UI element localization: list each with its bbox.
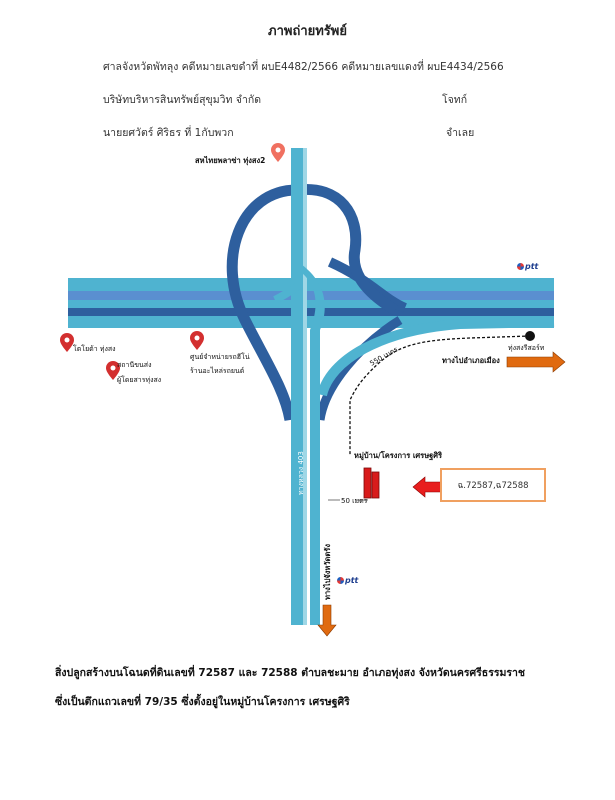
label-resort: ทุ่งสงรีสอร์ท — [508, 344, 545, 352]
building-icon — [363, 467, 380, 499]
label-toyota: โตโยต้า ทุ่งสง — [73, 345, 116, 353]
defendant-role: จำเลย — [446, 127, 475, 139]
arrow-right-icon — [506, 351, 566, 373]
label-hino-center: ศูนย์จำหน่ายรถฮีโน่ — [190, 353, 250, 361]
label-bus-station: สถานีขนส่ง — [117, 361, 152, 369]
ramp-east-light — [317, 317, 555, 397]
label-parts-shop: ร้านอะไหล่รถยนต์ — [190, 367, 245, 375]
plaintiff-name: บริษัทบริหารสินทรัพย์สุขุมวิท จำกัด — [103, 94, 262, 106]
horizontal-highway — [68, 278, 554, 328]
loop-west — [226, 184, 298, 422]
map-pin-icon — [60, 333, 74, 352]
map-pin-icon — [106, 361, 120, 380]
label-sahathai-plaza: สหไทยพลาซ่า ทุ่งสง2 — [195, 156, 266, 165]
map-pin-icon — [271, 143, 285, 162]
page-title: ภาพถ่ายทรัพย์ — [268, 24, 347, 39]
route-dashed-line — [349, 335, 531, 455]
ptt-label-east: ptt — [525, 262, 539, 271]
plaintiff-role: โจทก์ — [442, 94, 468, 106]
ptt-logo-icon: ptt — [517, 262, 538, 271]
vertical-highway — [273, 148, 325, 625]
label-to-district: ทางไปอำเภอเมือง — [442, 356, 500, 365]
label-to-province: ทางไปจังหวัดตรัง — [323, 544, 332, 600]
arrow-down-icon — [317, 604, 337, 637]
loop-east — [296, 183, 398, 315]
resort-marker — [525, 331, 535, 341]
label-distance-50: 50 เมตร — [341, 497, 368, 505]
label-bus-station-sub: ผู้โดยสารทุ่งสง — [117, 376, 162, 384]
deed-number-box: ฉ.72587,ฉ72588 — [440, 468, 546, 502]
ramp-southeast-dark — [315, 316, 403, 421]
footer-line-2: ซึ่งเป็นตึกแถวเลขที่ 79/35 ซึ่งตั้งอยู่ใ… — [55, 696, 350, 708]
defendant-name: นายยศวัตร์ ศิริธร ที่ 1กับพวก — [103, 127, 234, 139]
map-pin-icon — [190, 331, 204, 350]
label-road-number: ทางหลวง 403 — [297, 451, 305, 495]
deed-numbers: ฉ.72587,ฉ72588 — [457, 481, 529, 491]
label-village: หมู่บ้าน/โครงการ เศรษฐศิริ — [354, 451, 443, 460]
ptt-logo-icon: ptt — [337, 576, 358, 585]
footer-line-1: สิ่งปลูกสร้างบนโฉนดที่ดินเลขที่ 72587 แล… — [55, 667, 526, 679]
court-case-line: ศาลจังหวัดพัทลุง คดีหมายเลขดำที่ ผบE4482… — [103, 61, 504, 73]
ptt-label-south: ptt — [345, 576, 359, 585]
